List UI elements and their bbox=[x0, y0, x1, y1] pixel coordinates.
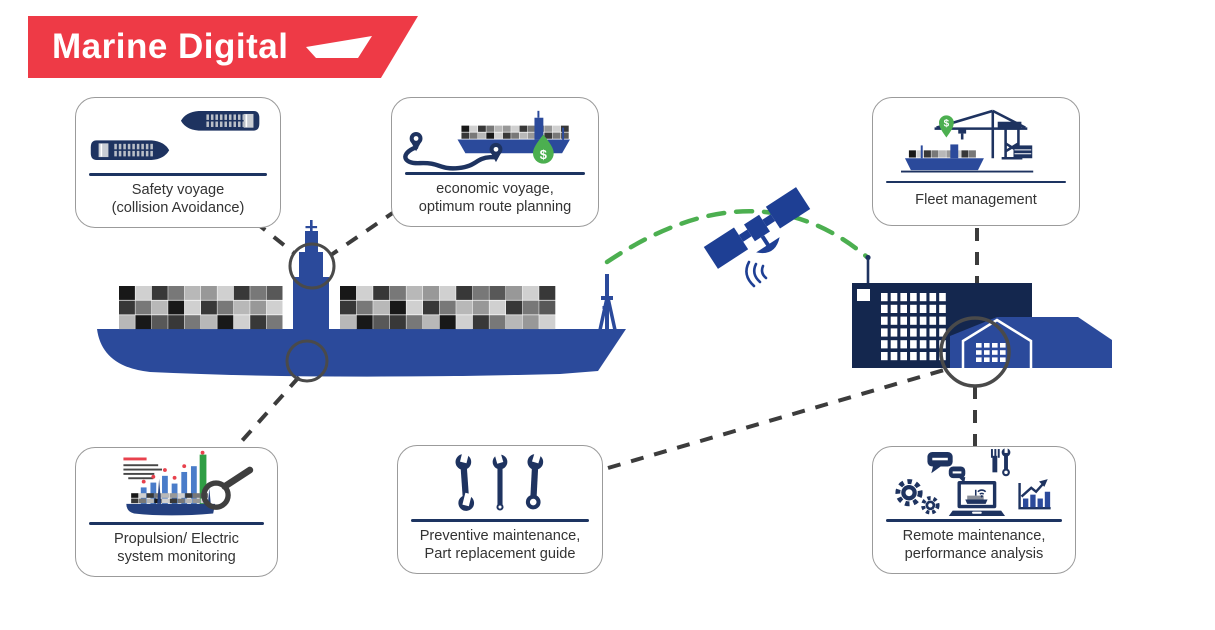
cargo-ship bbox=[457, 110, 570, 154]
card-divider bbox=[886, 519, 1062, 522]
svg-text:$: $ bbox=[944, 119, 950, 130]
wrench-ring-end bbox=[525, 449, 544, 509]
container-ship bbox=[97, 220, 626, 377]
shore-facility bbox=[852, 254, 1112, 368]
building-windows bbox=[881, 293, 946, 361]
card-label: Remote maintenance,performance analysis bbox=[902, 527, 1046, 563]
building-antenna bbox=[865, 254, 871, 283]
container-stack-right bbox=[340, 286, 556, 330]
bar-chart-magnifier-icon bbox=[123, 450, 254, 516]
ship-hull-icon bbox=[306, 36, 373, 58]
signal-waves-icon bbox=[745, 260, 768, 288]
card-connector-lines bbox=[230, 208, 979, 470]
wrench-double-open bbox=[455, 449, 475, 511]
svg-text:$: $ bbox=[540, 147, 547, 162]
tools-icon bbox=[990, 447, 1011, 477]
card-label: economic voyage,optimum route planning bbox=[418, 180, 572, 216]
card-preventive-maintenance: Preventive maintenance,Part replacement … bbox=[397, 445, 603, 574]
card-label: Preventive maintenance,Part replacement … bbox=[419, 527, 581, 563]
gears-icon bbox=[895, 479, 940, 515]
warehouse-windows bbox=[976, 343, 1006, 362]
dollar-drop-icon: $ bbox=[532, 134, 554, 164]
laptop-icon bbox=[948, 481, 1006, 517]
dollar-pin-icon: $ bbox=[939, 115, 954, 138]
magnifier-icon bbox=[201, 466, 254, 510]
alert-dots bbox=[141, 450, 205, 484]
port-crane-dollar-pin-icon: $ bbox=[901, 110, 1034, 173]
ship-silhouette bbox=[126, 478, 216, 516]
three-wrenches-icon bbox=[455, 449, 544, 511]
docked-ship bbox=[901, 144, 1034, 173]
ship-bow-mast bbox=[598, 274, 617, 331]
satellite-link-line bbox=[604, 209, 870, 265]
satellite-icon bbox=[703, 187, 811, 288]
card-divider bbox=[89, 173, 267, 176]
brand-logo-text: Marine Digital bbox=[52, 27, 289, 66]
chat-bubbles-icon bbox=[927, 451, 966, 484]
card-label: Safety voyage(collision Avoidance) bbox=[111, 181, 245, 217]
brand-logo: Marine Digital bbox=[28, 16, 418, 78]
highlight-rings bbox=[285, 242, 1011, 388]
wrench-thin bbox=[492, 450, 508, 511]
ship-superstructure bbox=[293, 220, 329, 330]
card-safety-voyage: Safety voyage(collision Avoidance) bbox=[75, 97, 281, 228]
gears-laptop-chart-icon bbox=[895, 447, 1051, 517]
card-remote-maintenance: Remote maintenance,performance analysis bbox=[872, 446, 1076, 574]
report-lines bbox=[123, 457, 163, 480]
card-fleet-management: $ Fleet management bbox=[872, 97, 1080, 226]
trend-chart-icon bbox=[1018, 479, 1051, 510]
card-divider bbox=[405, 172, 585, 175]
route-line bbox=[403, 132, 503, 171]
ship-route-dollar-icon: $ bbox=[403, 110, 570, 171]
card-label: Fleet management bbox=[915, 192, 1037, 209]
ships-top-view-icon bbox=[90, 110, 260, 160]
card-divider bbox=[89, 522, 264, 525]
card-divider bbox=[411, 519, 589, 522]
container-stack bbox=[1013, 145, 1033, 159]
card-economic-voyage: $ economic voyage,optimum route planning bbox=[391, 97, 599, 227]
card-divider bbox=[886, 180, 1066, 184]
container-stack-left bbox=[119, 286, 283, 330]
